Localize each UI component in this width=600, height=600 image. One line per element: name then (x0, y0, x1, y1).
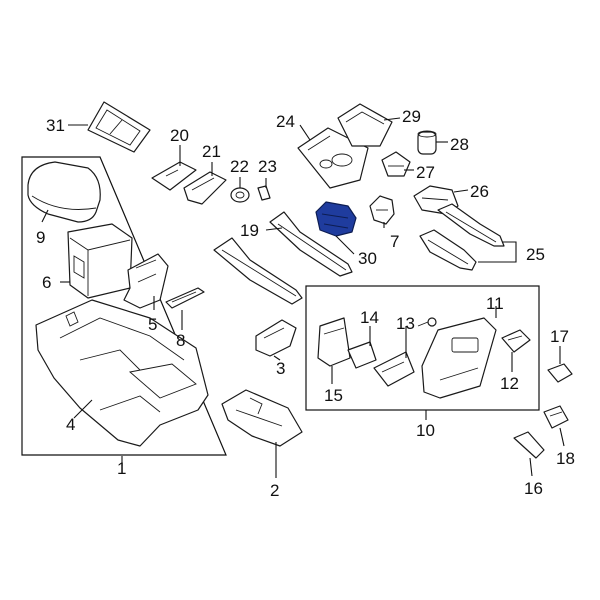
part-4-console-body[interactable] (35, 299, 209, 447)
callout-30: 30 (358, 249, 377, 268)
callout-29: 29 (402, 107, 421, 126)
callout-27: 27 (416, 163, 435, 182)
callout-11: 11 (486, 294, 504, 313)
part-19-side-trim[interactable] (213, 211, 353, 305)
callout-22: 22 (230, 157, 249, 176)
part-13-bracket[interactable] (373, 351, 415, 387)
part-28-knob[interactable] (417, 130, 437, 155)
part-20-bracket[interactable] (151, 161, 197, 191)
callout-10: 10 (416, 421, 435, 440)
part-29-control-unit[interactable] (337, 103, 393, 147)
part-5-bracket[interactable] (123, 253, 169, 309)
group-box-10 (305, 285, 540, 411)
part-31-bezel[interactable] (87, 101, 151, 153)
callout-31: 31 (46, 116, 65, 135)
part-21-panel[interactable] (183, 171, 227, 205)
part-27-switch[interactable] (381, 151, 411, 177)
callout-12: 12 (500, 374, 519, 393)
callout-13: 13 (396, 314, 415, 333)
part-11-rear-panel[interactable] (421, 317, 497, 399)
callout-18: 18 (556, 449, 575, 468)
leader-lines (41, 117, 565, 478)
callout-16: 16 (524, 479, 543, 498)
part-8-trim-strip[interactable] (165, 287, 205, 309)
part-16-plug[interactable] (513, 431, 545, 459)
screw-icon (417, 317, 437, 327)
group-box-1 (21, 156, 227, 456)
part-23-clip[interactable] (257, 185, 271, 201)
part-14-bracket[interactable] (347, 341, 377, 369)
callout-26: 26 (470, 182, 489, 201)
callout-19: 19 (240, 221, 259, 240)
callout-8: 8 (176, 331, 185, 350)
callout-2: 2 (270, 481, 279, 500)
part-22-power-socket[interactable] (230, 187, 250, 203)
part-12-switch[interactable] (501, 329, 531, 353)
part-3-bracket[interactable] (255, 319, 297, 357)
part-30-highlighted[interactable] (315, 201, 357, 237)
part-15-housing[interactable] (317, 317, 351, 367)
callout-28: 28 (450, 135, 469, 154)
part-25-side-finisher[interactable] (419, 203, 505, 271)
part-2-base-bracket[interactable] (221, 389, 303, 447)
callout-3: 3 (276, 359, 285, 378)
callout-20: 20 (170, 126, 189, 145)
part-18-connector[interactable] (543, 405, 569, 429)
part-9-armrest-lid[interactable] (27, 161, 101, 223)
callout-labels: 31 20 21 22 23 24 29 28 27 26 7 30 25 19… (36, 107, 575, 500)
part-6-storage-bin[interactable] (67, 223, 133, 299)
callout-25: 25 (526, 245, 545, 264)
callout-14: 14 (360, 308, 379, 327)
part-7-shift-knob[interactable] (369, 195, 395, 225)
part-17-connector[interactable] (547, 363, 573, 383)
callout-5: 5 (148, 315, 157, 334)
callout-17: 17 (550, 327, 569, 346)
callout-9: 9 (36, 228, 45, 247)
callout-21: 21 (202, 142, 221, 161)
callout-6: 6 (42, 273, 51, 292)
callout-24: 24 (276, 112, 295, 131)
callout-1: 1 (117, 459, 126, 478)
callout-7: 7 (390, 232, 399, 251)
callout-4: 4 (66, 415, 75, 434)
callout-15: 15 (324, 386, 343, 405)
callout-23: 23 (258, 157, 277, 176)
